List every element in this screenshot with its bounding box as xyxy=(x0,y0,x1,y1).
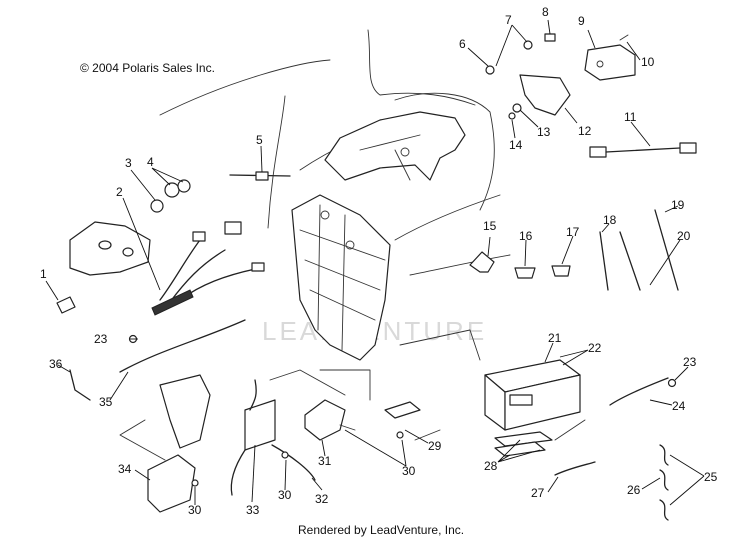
callout-16: 16 xyxy=(519,229,533,243)
callout-26: 26 xyxy=(627,483,641,497)
callout-30-a: 30 xyxy=(402,464,416,478)
rear-frame xyxy=(324,111,466,181)
headlight-pod xyxy=(56,221,151,314)
switch-15 xyxy=(469,251,495,273)
callout-15: 15 xyxy=(483,219,497,233)
callout-27: 27 xyxy=(531,486,545,500)
callout-34: 34 xyxy=(118,462,132,476)
callout-7: 7 xyxy=(505,13,512,27)
callout-22: 22 xyxy=(588,341,602,355)
callout-18: 18 xyxy=(603,213,617,227)
bolt-30a xyxy=(191,479,199,487)
callout-2: 2 xyxy=(116,185,123,199)
callout-23-left: 23 xyxy=(94,332,108,346)
callout-32: 32 xyxy=(315,492,329,506)
jumper-wire xyxy=(229,171,291,181)
callout-35: 35 xyxy=(99,395,113,409)
cable-ties xyxy=(599,209,679,291)
callout-20: 20 xyxy=(677,229,691,243)
ignition-coil xyxy=(230,379,316,496)
callout-3: 3 xyxy=(125,156,132,170)
battery-pads xyxy=(494,431,553,457)
wiring-harness xyxy=(151,221,265,316)
callout-8: 8 xyxy=(542,5,549,19)
callout-6: 6 xyxy=(459,37,466,51)
callout-36: 36 xyxy=(49,357,63,371)
callout-12: 12 xyxy=(578,124,592,138)
cable-27 xyxy=(554,461,596,476)
main-frame xyxy=(291,194,391,361)
callout-30-b: 30 xyxy=(278,488,292,502)
clips xyxy=(659,444,669,521)
callout-33: 33 xyxy=(246,503,260,517)
callout-23-right: 23 xyxy=(683,355,697,369)
switch-17 xyxy=(551,265,571,277)
bolt-30b xyxy=(281,451,289,459)
callout-10: 10 xyxy=(641,55,655,69)
callout-5: 5 xyxy=(256,133,263,147)
leader-lines xyxy=(45,19,705,506)
taillight-bracket xyxy=(485,33,636,120)
callout-17: 17 xyxy=(566,225,580,239)
grommet-3 xyxy=(150,199,164,213)
callout-11: 11 xyxy=(624,110,637,124)
cdi-29 xyxy=(384,401,421,419)
switch-16 xyxy=(514,267,536,279)
callout-9: 9 xyxy=(578,14,585,28)
callout-4: 4 xyxy=(147,155,154,169)
callout-30-c: 30 xyxy=(188,503,202,517)
battery xyxy=(484,359,581,431)
wire-35 xyxy=(119,319,246,373)
copyright-text: © 2004 Polaris Sales Inc. xyxy=(80,61,215,75)
footer-text: Rendered by LeadVenture, Inc. xyxy=(298,523,464,537)
callout-labels: 1 2 3 4 5 6 7 8 9 10 11 12 13 14 15 16 1… xyxy=(40,5,718,517)
callout-28: 28 xyxy=(484,459,498,473)
battery-cable-24 xyxy=(609,377,669,406)
callout-31: 31 xyxy=(318,454,332,468)
callout-14: 14 xyxy=(509,138,523,152)
mounting-bracket xyxy=(159,374,211,449)
grommet-4a xyxy=(164,182,180,198)
bolt-30c xyxy=(396,431,404,439)
wire-36 xyxy=(69,369,91,401)
callout-13: 13 xyxy=(537,125,551,139)
callout-19: 19 xyxy=(671,198,685,212)
callout-21: 21 xyxy=(548,331,562,345)
callout-29: 29 xyxy=(428,439,442,453)
bolt-23b xyxy=(667,378,677,388)
callout-24: 24 xyxy=(672,399,686,413)
grommet-4b xyxy=(177,179,191,193)
control-unit-34 xyxy=(147,454,196,513)
callout-1: 1 xyxy=(40,267,47,281)
harness-cable-11 xyxy=(589,142,697,158)
regulator-31 xyxy=(304,399,356,441)
callout-25: 25 xyxy=(704,470,718,484)
